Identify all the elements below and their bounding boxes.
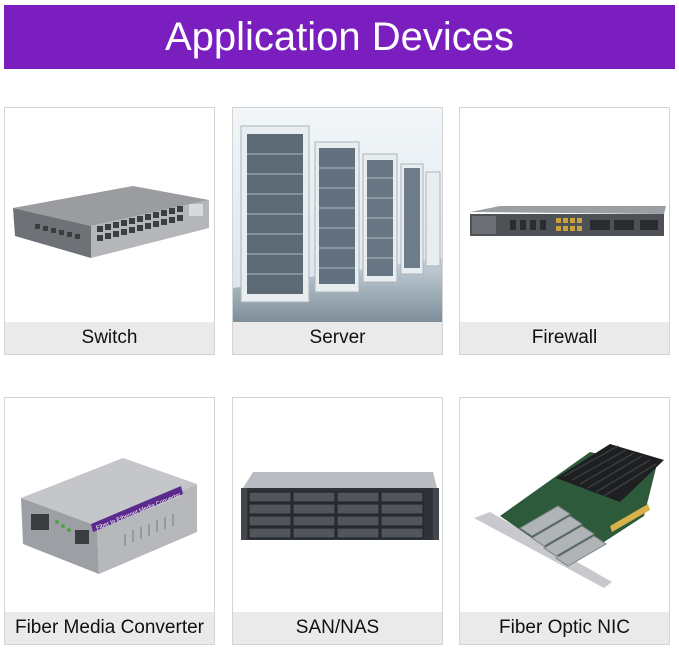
device-card-fiber-media-converter[interactable]: Fiber to Ethernet Media Converter Fiber … bbox=[4, 397, 215, 645]
device-card-switch[interactable]: Switch bbox=[4, 107, 215, 355]
device-card-server[interactable]: Server bbox=[232, 107, 443, 355]
device-label-firewall: Firewall bbox=[460, 322, 669, 354]
title-banner: Application Devices bbox=[4, 5, 675, 69]
device-card-san-nas[interactable]: SAN/NAS bbox=[232, 397, 443, 645]
device-label-san-nas: SAN/NAS bbox=[233, 612, 442, 644]
device-label-fiber-media-converter: Fiber Media Converter bbox=[5, 612, 214, 644]
page-title: Application Devices bbox=[164, 15, 515, 59]
media-converter-icon: Fiber to Ethernet Media Converter bbox=[5, 398, 214, 612]
device-card-fiber-optic-nic[interactable]: Fiber Optic NIC bbox=[459, 397, 670, 645]
firewall-appliance-icon bbox=[460, 108, 669, 322]
device-label-server: Server bbox=[233, 322, 442, 354]
device-label-switch: Switch bbox=[5, 322, 214, 354]
storage-array-icon bbox=[233, 398, 442, 612]
network-card-icon bbox=[460, 398, 669, 612]
device-card-firewall[interactable]: Firewall bbox=[459, 107, 670, 355]
network-switch-icon bbox=[5, 108, 214, 322]
device-label-fiber-optic-nic: Fiber Optic NIC bbox=[460, 612, 669, 644]
server-room-icon bbox=[233, 108, 442, 322]
